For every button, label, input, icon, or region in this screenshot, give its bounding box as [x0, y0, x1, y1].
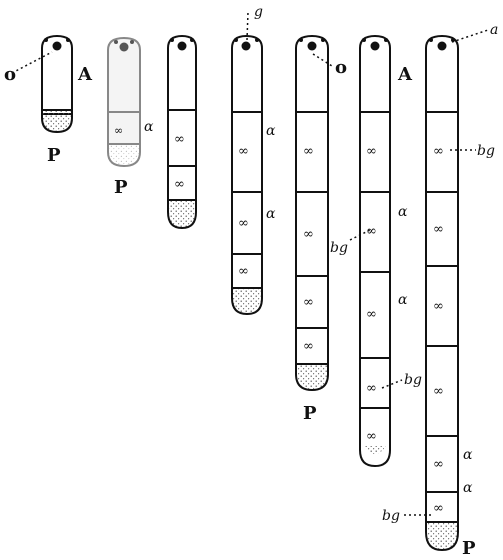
- bg-label-leader-stage-6a: [349, 229, 371, 241]
- stage-5-filament: ∞ ∞ ∞ ∞: [295, 34, 329, 392]
- nucleus-symbol: ∞: [366, 224, 377, 239]
- stage-3-filament: ∞ ∞: [167, 34, 197, 230]
- nucleus-symbol: ∞: [303, 144, 314, 159]
- nucleus-symbol: ∞: [303, 295, 314, 310]
- alpha-label-stage-4b: α: [266, 206, 276, 222]
- bg-label-stage-7a: bg: [477, 143, 495, 159]
- o-label-leader-stage-5: [312, 53, 333, 67]
- A-label-stage-6: A: [397, 64, 413, 85]
- alpha-label-stage-6b: α: [398, 292, 408, 308]
- a-label: a: [490, 22, 498, 38]
- o-label-stage-5: o: [335, 57, 347, 78]
- nucleus-symbol: ∞: [303, 339, 314, 354]
- a-label-leader: [451, 29, 489, 43]
- stage-4-filament: ∞ ∞ ∞: [231, 34, 263, 316]
- bg-label-leader-stage-6b: [381, 379, 403, 389]
- P-label-stage-5: P: [303, 403, 317, 424]
- nucleus-symbol: ∞: [433, 501, 444, 516]
- bg-label-stage-6b: bg: [404, 372, 422, 388]
- stage-7-filament: ∞ ∞ ∞ ∞ ∞ ∞: [425, 34, 459, 552]
- nucleus-symbol: ∞: [174, 177, 185, 192]
- nucleus-symbol: ∞: [114, 124, 123, 137]
- nucleus-symbol: ∞: [366, 381, 377, 396]
- g-label: g: [254, 4, 263, 20]
- o-label-stage-1: o: [4, 64, 16, 85]
- stage-2-filament: ∞: [107, 36, 141, 168]
- P-label-stage-1: P: [47, 145, 61, 166]
- nucleus-symbol: ∞: [366, 307, 377, 322]
- nucleus-symbol: ∞: [366, 144, 377, 159]
- stage-1-head-spot: [44, 38, 70, 51]
- stage-6-filament: ∞ ∞ ∞ ∞ ∞: [359, 34, 391, 468]
- P-label-stage-2: P: [114, 177, 128, 198]
- alpha-label-stage-7b: α: [463, 480, 473, 496]
- nucleus-symbol: ∞: [174, 132, 185, 147]
- alpha-label-stage-6a: α: [398, 204, 408, 220]
- stage-1-filament: [41, 34, 73, 134]
- P-label-stage-7: P: [462, 538, 476, 559]
- nucleus-symbol: ∞: [433, 222, 444, 237]
- alpha-label-stage-4a: α: [266, 123, 276, 139]
- nucleus-symbol: ∞: [433, 144, 444, 159]
- nucleus-symbol: ∞: [433, 384, 444, 399]
- alpha-label-stage-7a: α: [463, 447, 473, 463]
- bg-label-stage-7b: bg: [382, 508, 400, 524]
- nucleus-symbol: ∞: [238, 264, 249, 279]
- o-label-leader: [11, 51, 53, 74]
- nucleus-symbol: ∞: [303, 227, 314, 242]
- nucleus-symbol: ∞: [238, 216, 249, 231]
- nucleus-symbol: ∞: [433, 457, 444, 472]
- alpha-label-stage-2: α: [144, 119, 154, 135]
- nucleus-symbol: ∞: [238, 144, 249, 159]
- A-label-stage-1: A: [77, 64, 93, 85]
- nucleus-symbol: ∞: [433, 299, 444, 314]
- bg-label-stage-6a: bg: [330, 240, 348, 256]
- nucleus-symbol: ∞: [366, 429, 377, 444]
